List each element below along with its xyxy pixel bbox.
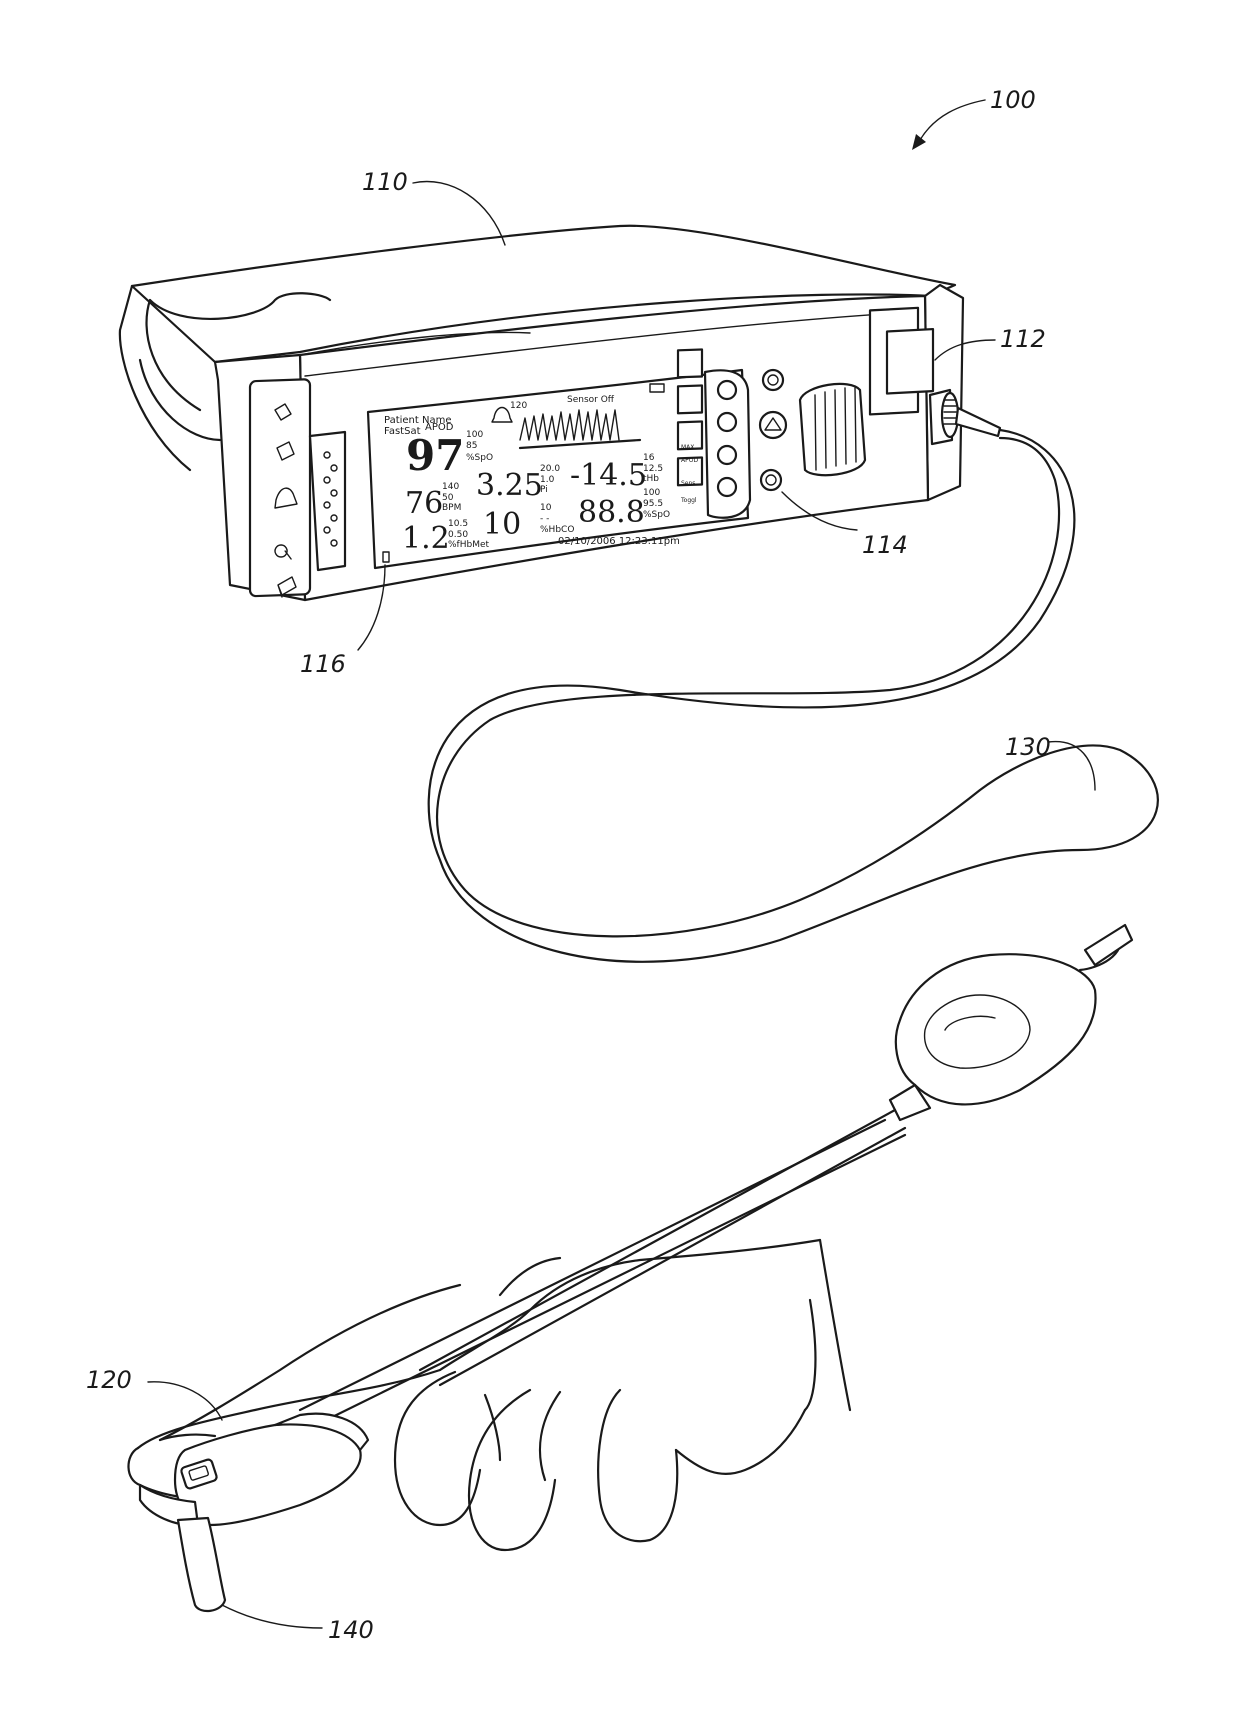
alarm-value: 120: [510, 401, 527, 411]
pr-low: 50: [442, 493, 454, 503]
spo2-unit: %SpO: [466, 453, 493, 463]
label-116: 116: [300, 650, 346, 678]
spoc-low: 95.5: [643, 499, 663, 509]
label-110: 110: [362, 168, 408, 196]
co-high: 10: [540, 503, 552, 513]
spo2-value: 97: [406, 431, 464, 480]
thb-low: 12.5: [643, 464, 663, 474]
spoc-value: 88.8: [578, 495, 645, 530]
label-112: 112: [1000, 325, 1046, 353]
spo2-high: 100: [466, 430, 483, 440]
pi-unit: Pi: [540, 485, 548, 495]
softkey-apod: APOD: [681, 457, 698, 464]
softkey-button-2[interactable]: [718, 413, 736, 431]
softkey-sens: Sens: [681, 480, 695, 487]
thb-high: 16: [643, 453, 655, 463]
pr-value: 76: [405, 486, 443, 521]
thb-unit: tHb: [643, 474, 659, 484]
top-button[interactable]: [763, 370, 783, 390]
power-button[interactable]: [761, 470, 781, 490]
label-130: 130: [1005, 733, 1051, 761]
co-low: - -: [540, 514, 549, 524]
met-high: 10.5: [448, 519, 468, 529]
alarm-silence-button[interactable]: [760, 412, 786, 438]
spo2-low: 85: [466, 441, 477, 451]
label-120: 120: [86, 1366, 132, 1394]
status-text: Sensor Off: [567, 395, 615, 405]
sensor-connector: [890, 925, 1132, 1120]
softkey-button-3[interactable]: [718, 446, 736, 464]
met-low: 0.50: [448, 530, 468, 540]
speaker-grille: [800, 384, 865, 475]
pi-high: 20.0: [540, 464, 560, 474]
met-value: 1.2: [402, 521, 450, 556]
co-unit: %HbCO: [540, 525, 574, 535]
pi-value: 3.25: [476, 468, 543, 503]
label-140: 140: [328, 1616, 374, 1644]
label-100: 100: [990, 86, 1036, 114]
thb-value: -14.5: [570, 458, 647, 493]
co-value: 10: [483, 507, 521, 542]
softkey-toggle: Toggl: [680, 497, 697, 504]
datetime: 02/10/2006 12:23:11pm: [558, 536, 680, 547]
spoc-high: 100: [643, 488, 660, 498]
softkey-max: MAX: [681, 444, 694, 451]
softkey-button-1[interactable]: [718, 381, 736, 399]
softkey-button-4[interactable]: [718, 478, 736, 496]
finger-sensor: [140, 1414, 368, 1611]
pr-unit: BPM: [442, 503, 461, 513]
pi-low: 1.0: [540, 475, 555, 485]
pr-high: 140: [442, 482, 459, 492]
spoc-unit: %SpO: [643, 510, 670, 520]
label-114: 114: [862, 531, 908, 559]
